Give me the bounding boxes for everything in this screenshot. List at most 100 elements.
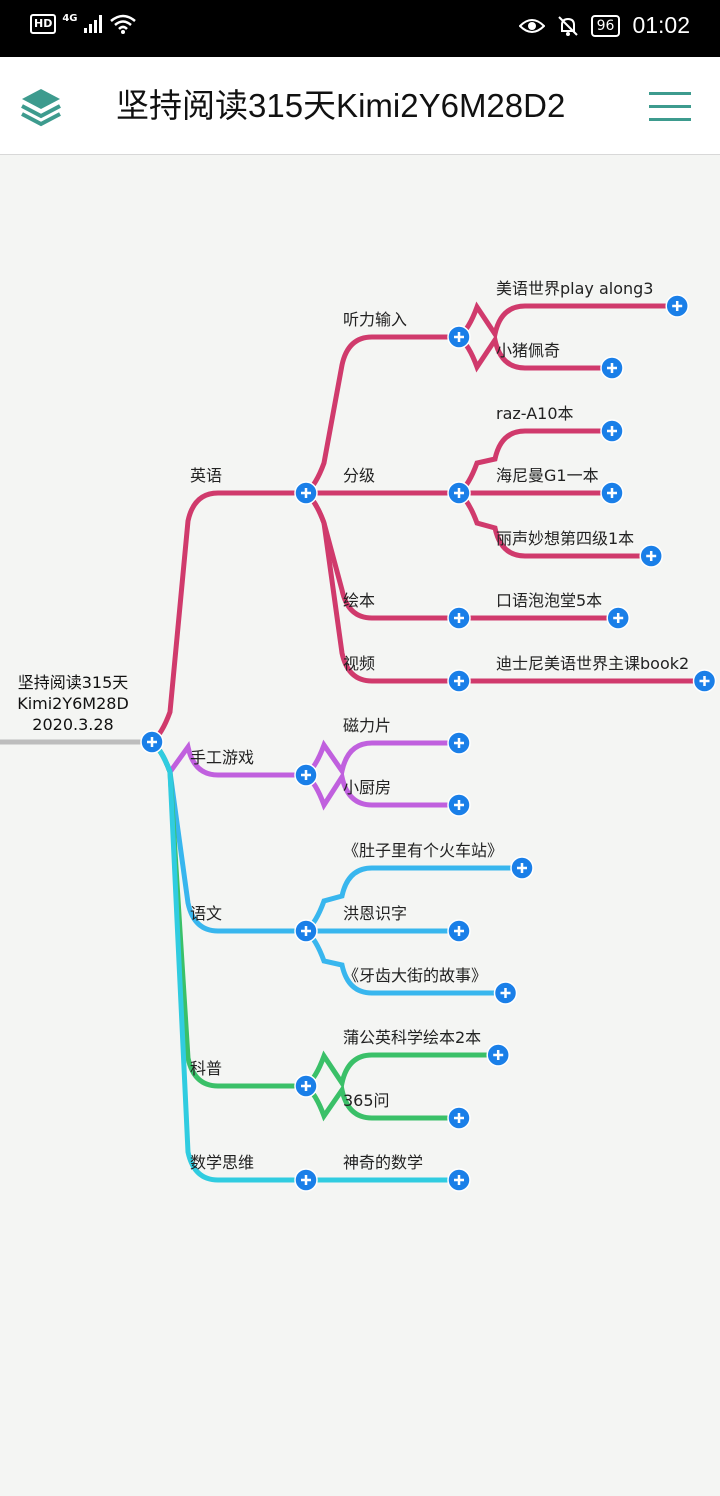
status-bar: HD 4G 96 01:02 — [0, 0, 720, 57]
clock: 01:02 — [632, 12, 690, 38]
child-edge — [303, 865, 525, 934]
plus-icon[interactable] — [613, 613, 624, 623]
root-label-line: 坚持阅读315天 — [18, 673, 129, 692]
branch-label: 科普 — [190, 1059, 222, 1078]
expand-button[interactable] — [692, 669, 717, 693]
plus-icon[interactable] — [500, 988, 511, 998]
plus-icon[interactable] — [607, 426, 617, 436]
grandchild-label: 口语泡泡堂5本 — [496, 591, 602, 610]
mindmap-labels: 坚持阅读315天 Kimi2Y6M28D 2020.3.28 英语 听力输入 美语世界pl… — [17, 279, 689, 1172]
expand-button[interactable] — [447, 606, 471, 630]
menu-icon[interactable] — [649, 90, 691, 122]
child-label: 小厨房 — [343, 778, 391, 797]
expand-button[interactable] — [600, 419, 624, 443]
expand-button[interactable] — [510, 856, 534, 880]
plus-icon[interactable] — [454, 676, 464, 686]
plus-icon[interactable] — [301, 926, 311, 936]
expand-button[interactable] — [600, 356, 624, 380]
expand-button[interactable] — [447, 919, 471, 943]
expand-button[interactable] — [447, 481, 471, 505]
plus-icon[interactable] — [301, 1175, 311, 1185]
expand-button[interactable] — [665, 294, 689, 318]
plus-icon[interactable] — [454, 332, 464, 342]
branch-label: 英语 — [190, 466, 222, 485]
plus-icon[interactable] — [517, 863, 527, 873]
plus-icon[interactable] — [301, 1081, 311, 1091]
plus-icon[interactable] — [454, 926, 464, 936]
status-right: 96 01:02 — [518, 12, 690, 39]
root-label-line: Kimi2Y6M28D — [17, 694, 129, 713]
hd-badge: HD — [30, 14, 57, 34]
branch-label: 手工游戏 — [190, 748, 254, 767]
battery-indicator: 96 — [590, 14, 621, 37]
wifi-icon — [109, 14, 136, 34]
plus-icon[interactable] — [493, 1050, 504, 1060]
page-title: 坚持阅读315天Kimi2Y6M28D2 — [116, 87, 566, 124]
grandchild-label: 小猪佩奇 — [496, 341, 560, 360]
grandchild-label: 美语世界play along3 — [496, 279, 653, 298]
signal-icon — [83, 15, 102, 33]
child-label: 分级 — [343, 466, 375, 485]
root-label-line: 2020.3.28 — [32, 715, 113, 734]
plus-icon[interactable] — [147, 737, 157, 747]
grandchild-label: 海尼曼G1一本 — [496, 466, 599, 485]
child-edge — [303, 1050, 501, 1090]
plus-icon[interactable] — [672, 301, 683, 311]
network-type: 4G — [62, 12, 78, 24]
plus-icon[interactable] — [607, 488, 617, 498]
plus-icon[interactable] — [646, 551, 657, 561]
expand-button[interactable] — [447, 669, 471, 693]
expand-button[interactable] — [294, 1168, 318, 1192]
child-label: 听力输入 — [343, 310, 407, 329]
plus-icon[interactable] — [607, 363, 617, 373]
grandchild-label: 迪士尼美语世界主课book2 — [496, 654, 689, 673]
grandchild-label: raz-A10本 — [496, 404, 574, 423]
branch-label: 数学思维 — [190, 1153, 254, 1172]
child-label: 绘本 — [343, 591, 375, 610]
expand-button[interactable] — [294, 763, 318, 787]
plus-icon[interactable] — [454, 613, 464, 623]
plus-icon[interactable] — [301, 488, 311, 498]
plus-icon[interactable] — [454, 800, 464, 810]
expand-button[interactable] — [447, 325, 471, 349]
expand-button[interactable] — [486, 1043, 510, 1067]
expand-button[interactable] — [600, 481, 624, 505]
child-edge — [303, 490, 462, 684]
child-label: 365问 — [343, 1091, 390, 1110]
child-label: 视频 — [343, 654, 375, 673]
grandchild-label: 丽声妙想第四级1本 — [496, 529, 634, 548]
layers-icon[interactable] — [20, 87, 62, 127]
expand-button[interactable] — [447, 1168, 471, 1192]
mindmap-buttons[interactable] — [140, 294, 717, 1192]
expand-button[interactable] — [294, 1074, 318, 1098]
grandchild-edge — [456, 301, 680, 341]
plus-icon[interactable] — [454, 738, 464, 748]
child-label: 《牙齿大街的故事》 — [343, 966, 487, 985]
child-label: 洪恩识字 — [343, 904, 407, 923]
child-edge — [303, 739, 462, 778]
status-left: HD 4G — [30, 12, 136, 34]
branch-edge-0 — [149, 490, 309, 745]
child-label: 神奇的数学 — [343, 1153, 423, 1172]
child-label: 磁力片 — [343, 716, 391, 735]
plus-icon[interactable] — [454, 1113, 464, 1123]
plus-icon[interactable] — [699, 676, 710, 686]
expand-button[interactable] — [447, 731, 471, 755]
app-bar: 坚持阅读315天Kimi2Y6M28D2 — [0, 57, 720, 155]
child-label: 蒲公英科学绘本2本 — [343, 1028, 481, 1047]
branch-label: 语文 — [190, 904, 222, 923]
expand-button[interactable] — [294, 919, 318, 943]
expand-button[interactable] — [447, 1106, 471, 1130]
expand-button[interactable] — [294, 481, 318, 505]
expand-button[interactable] — [493, 981, 518, 1005]
plus-icon[interactable] — [454, 1175, 464, 1185]
plus-icon[interactable] — [301, 770, 311, 780]
expand-button[interactable] — [447, 793, 471, 817]
expand-button[interactable] — [606, 606, 630, 630]
expand-button[interactable] — [639, 544, 663, 568]
plus-icon[interactable] — [454, 488, 464, 498]
child-label: 《肚子里有个火车站》 — [343, 841, 503, 860]
child-edge — [303, 334, 462, 496]
expand-button[interactable] — [140, 730, 164, 754]
